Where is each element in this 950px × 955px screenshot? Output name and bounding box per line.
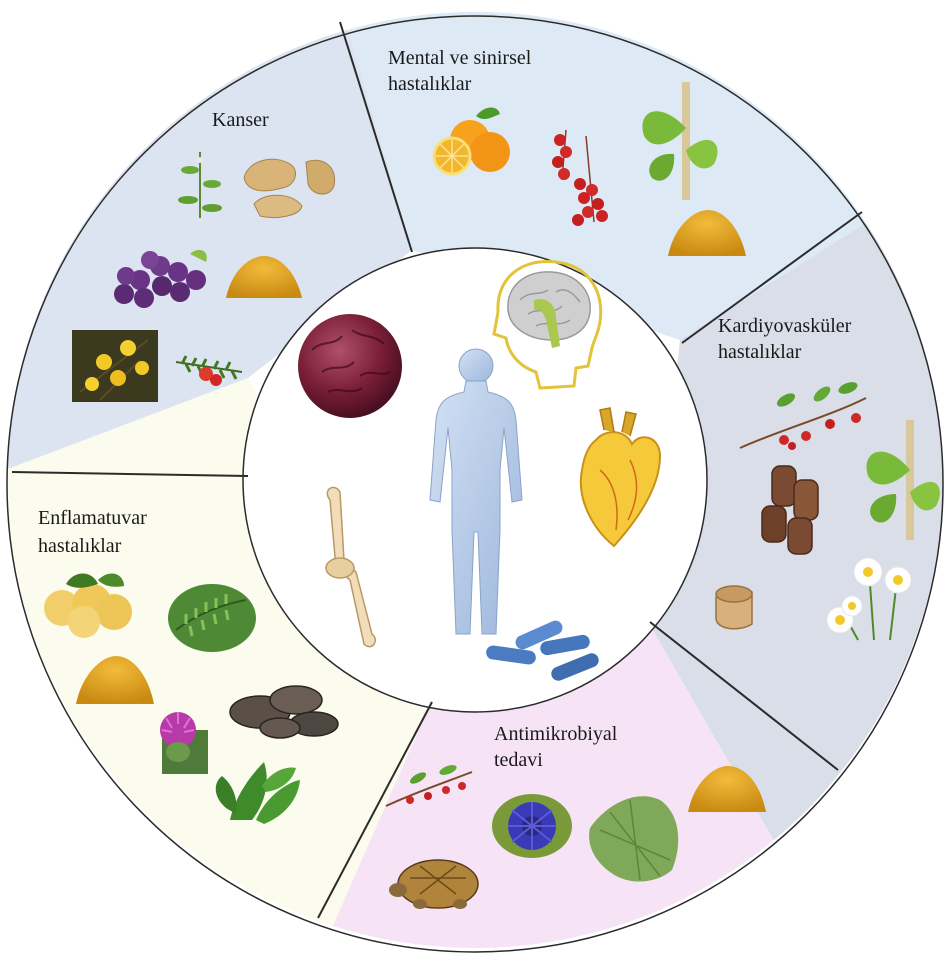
nigella-flower-icon <box>492 794 572 858</box>
label-antimicrobial-line1: Antimikrobiyal <box>494 723 618 745</box>
label-cancer: Kanser <box>212 109 269 131</box>
bark-roll-icon <box>716 586 752 629</box>
label-mental-line1: Mental ve sinirsel <box>388 47 532 69</box>
forsythia-flower-icon <box>72 330 158 402</box>
label-cardio-line2: hastalıklar <box>718 341 802 363</box>
label-inflammatory-line1: Enflamatuvar <box>38 507 147 529</box>
label-antimicrobial-line2: tedavi <box>494 749 543 771</box>
label-cardio-line1: Kardiyovasküler <box>718 315 852 337</box>
cancer-cell-icon <box>298 314 402 418</box>
label-inflammatory-line2: hastalıklar <box>38 535 122 557</box>
fern-leaf-icon <box>168 584 256 652</box>
label-mental-line2: hastalıklar <box>388 73 472 95</box>
